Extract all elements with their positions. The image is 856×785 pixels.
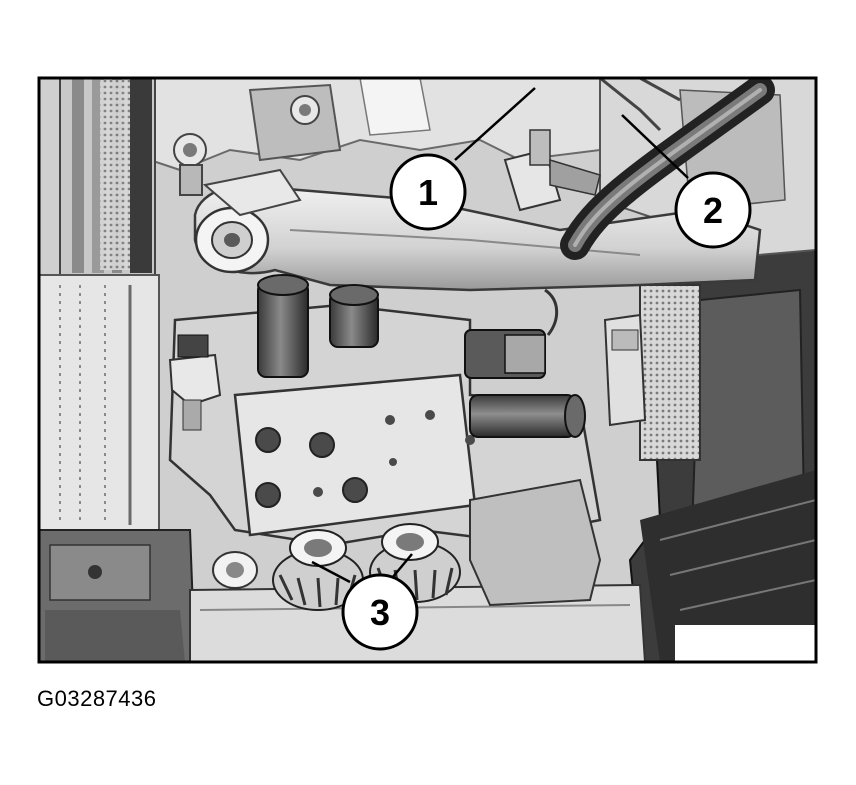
coolant-hose [560, 78, 775, 260]
figure-frame [37, 76, 818, 664]
upper-arm-bracket [202, 168, 302, 217]
gear-left [272, 529, 364, 611]
leader-line-3a [311, 560, 351, 584]
callout-3: 3 [341, 573, 419, 651]
arm-bushing [194, 206, 270, 274]
figure-code: G03287436 [37, 686, 157, 711]
right-connector-stack [603, 284, 701, 461]
callout-1: 1 [389, 153, 467, 231]
callout-1-label: 1 [418, 172, 438, 213]
left-sensor [168, 334, 222, 431]
left-pulley [59, 78, 156, 279]
lower-right-housing [469, 478, 602, 607]
upper-bolts [173, 95, 320, 196]
solenoid-left [257, 274, 309, 378]
solenoid-center [329, 284, 379, 348]
temperature-sensor [503, 129, 601, 212]
solenoid-right [469, 394, 586, 438]
leader-lines [311, 87, 689, 584]
leader-line-1 [454, 87, 536, 161]
callout-2-label: 2 [703, 190, 723, 231]
callout-2: 2 [674, 171, 752, 249]
left-side-panel [39, 274, 160, 536]
callout-3-label: 3 [370, 592, 390, 633]
leader-line-2 [621, 114, 689, 179]
leader-line-3b [391, 553, 413, 579]
electrical-connector [464, 288, 559, 379]
